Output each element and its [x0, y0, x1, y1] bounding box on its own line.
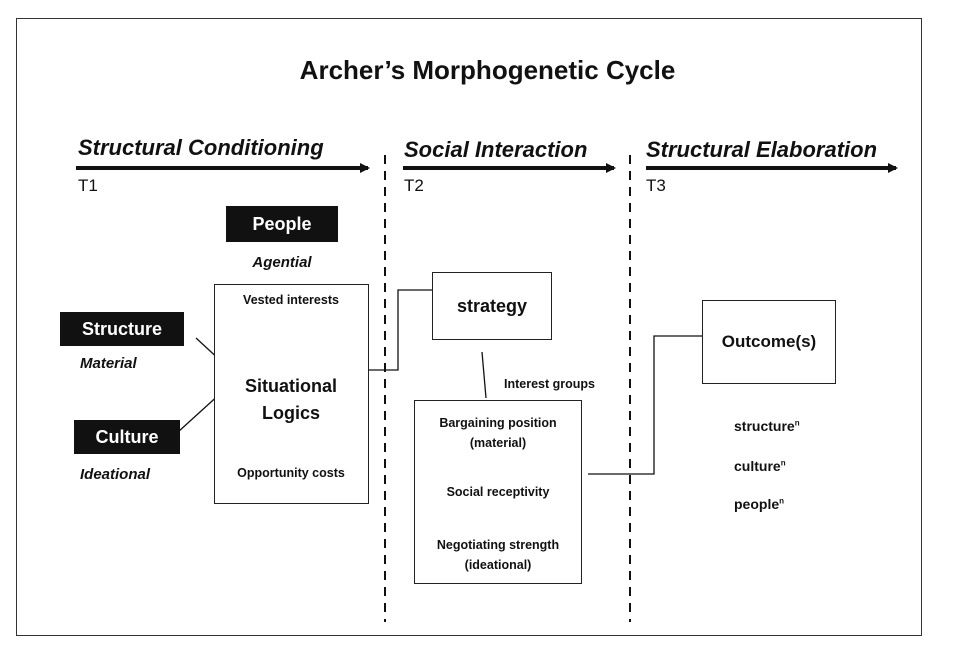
opportunity-costs-label: Opportunity costs: [237, 466, 345, 480]
negotiating-strength-label: Negotiating strength (ideational): [436, 538, 560, 572]
phase-label-structural-conditioning: Structural Conditioning: [78, 135, 324, 160]
structure-subtitle: Material: [80, 355, 137, 372]
phase-label-structural-elaboration: Structural Elaboration: [646, 137, 878, 162]
people-subtitle: Agential: [252, 254, 312, 271]
situational-logics-label: Situational Logics: [244, 376, 337, 423]
vested-interests-label: Vested interests: [243, 293, 339, 307]
interest-groups-label: Interest groups: [504, 377, 595, 391]
culture-subtitle: Ideational: [80, 466, 151, 483]
outcome-box: Outcome(s): [702, 300, 836, 384]
time-label-t1: T1: [78, 176, 98, 195]
structure-box: Structure: [60, 312, 184, 346]
result-people: peoplen: [734, 496, 785, 512]
social-receptivity-label: Social receptivity: [446, 485, 550, 499]
strategy-box: strategy: [432, 272, 552, 340]
situational-logics-box: Vested interests Situational Logics Oppo…: [214, 284, 369, 504]
time-label-t2: T2: [404, 176, 424, 195]
people-box: People: [226, 206, 338, 242]
time-label-t3: T3: [646, 176, 666, 195]
result-culture: culturen: [734, 458, 786, 474]
bargaining-box: Bargaining position (material) Social re…: [414, 400, 582, 584]
culture-box: Culture: [74, 420, 180, 454]
result-structure: structuren: [734, 418, 800, 434]
diagram-title: Archer’s Morphogenetic Cycle: [299, 55, 676, 85]
bargaining-position-label: Bargaining position (material): [439, 416, 557, 450]
phase-label-social-interaction: Social Interaction: [404, 137, 588, 162]
